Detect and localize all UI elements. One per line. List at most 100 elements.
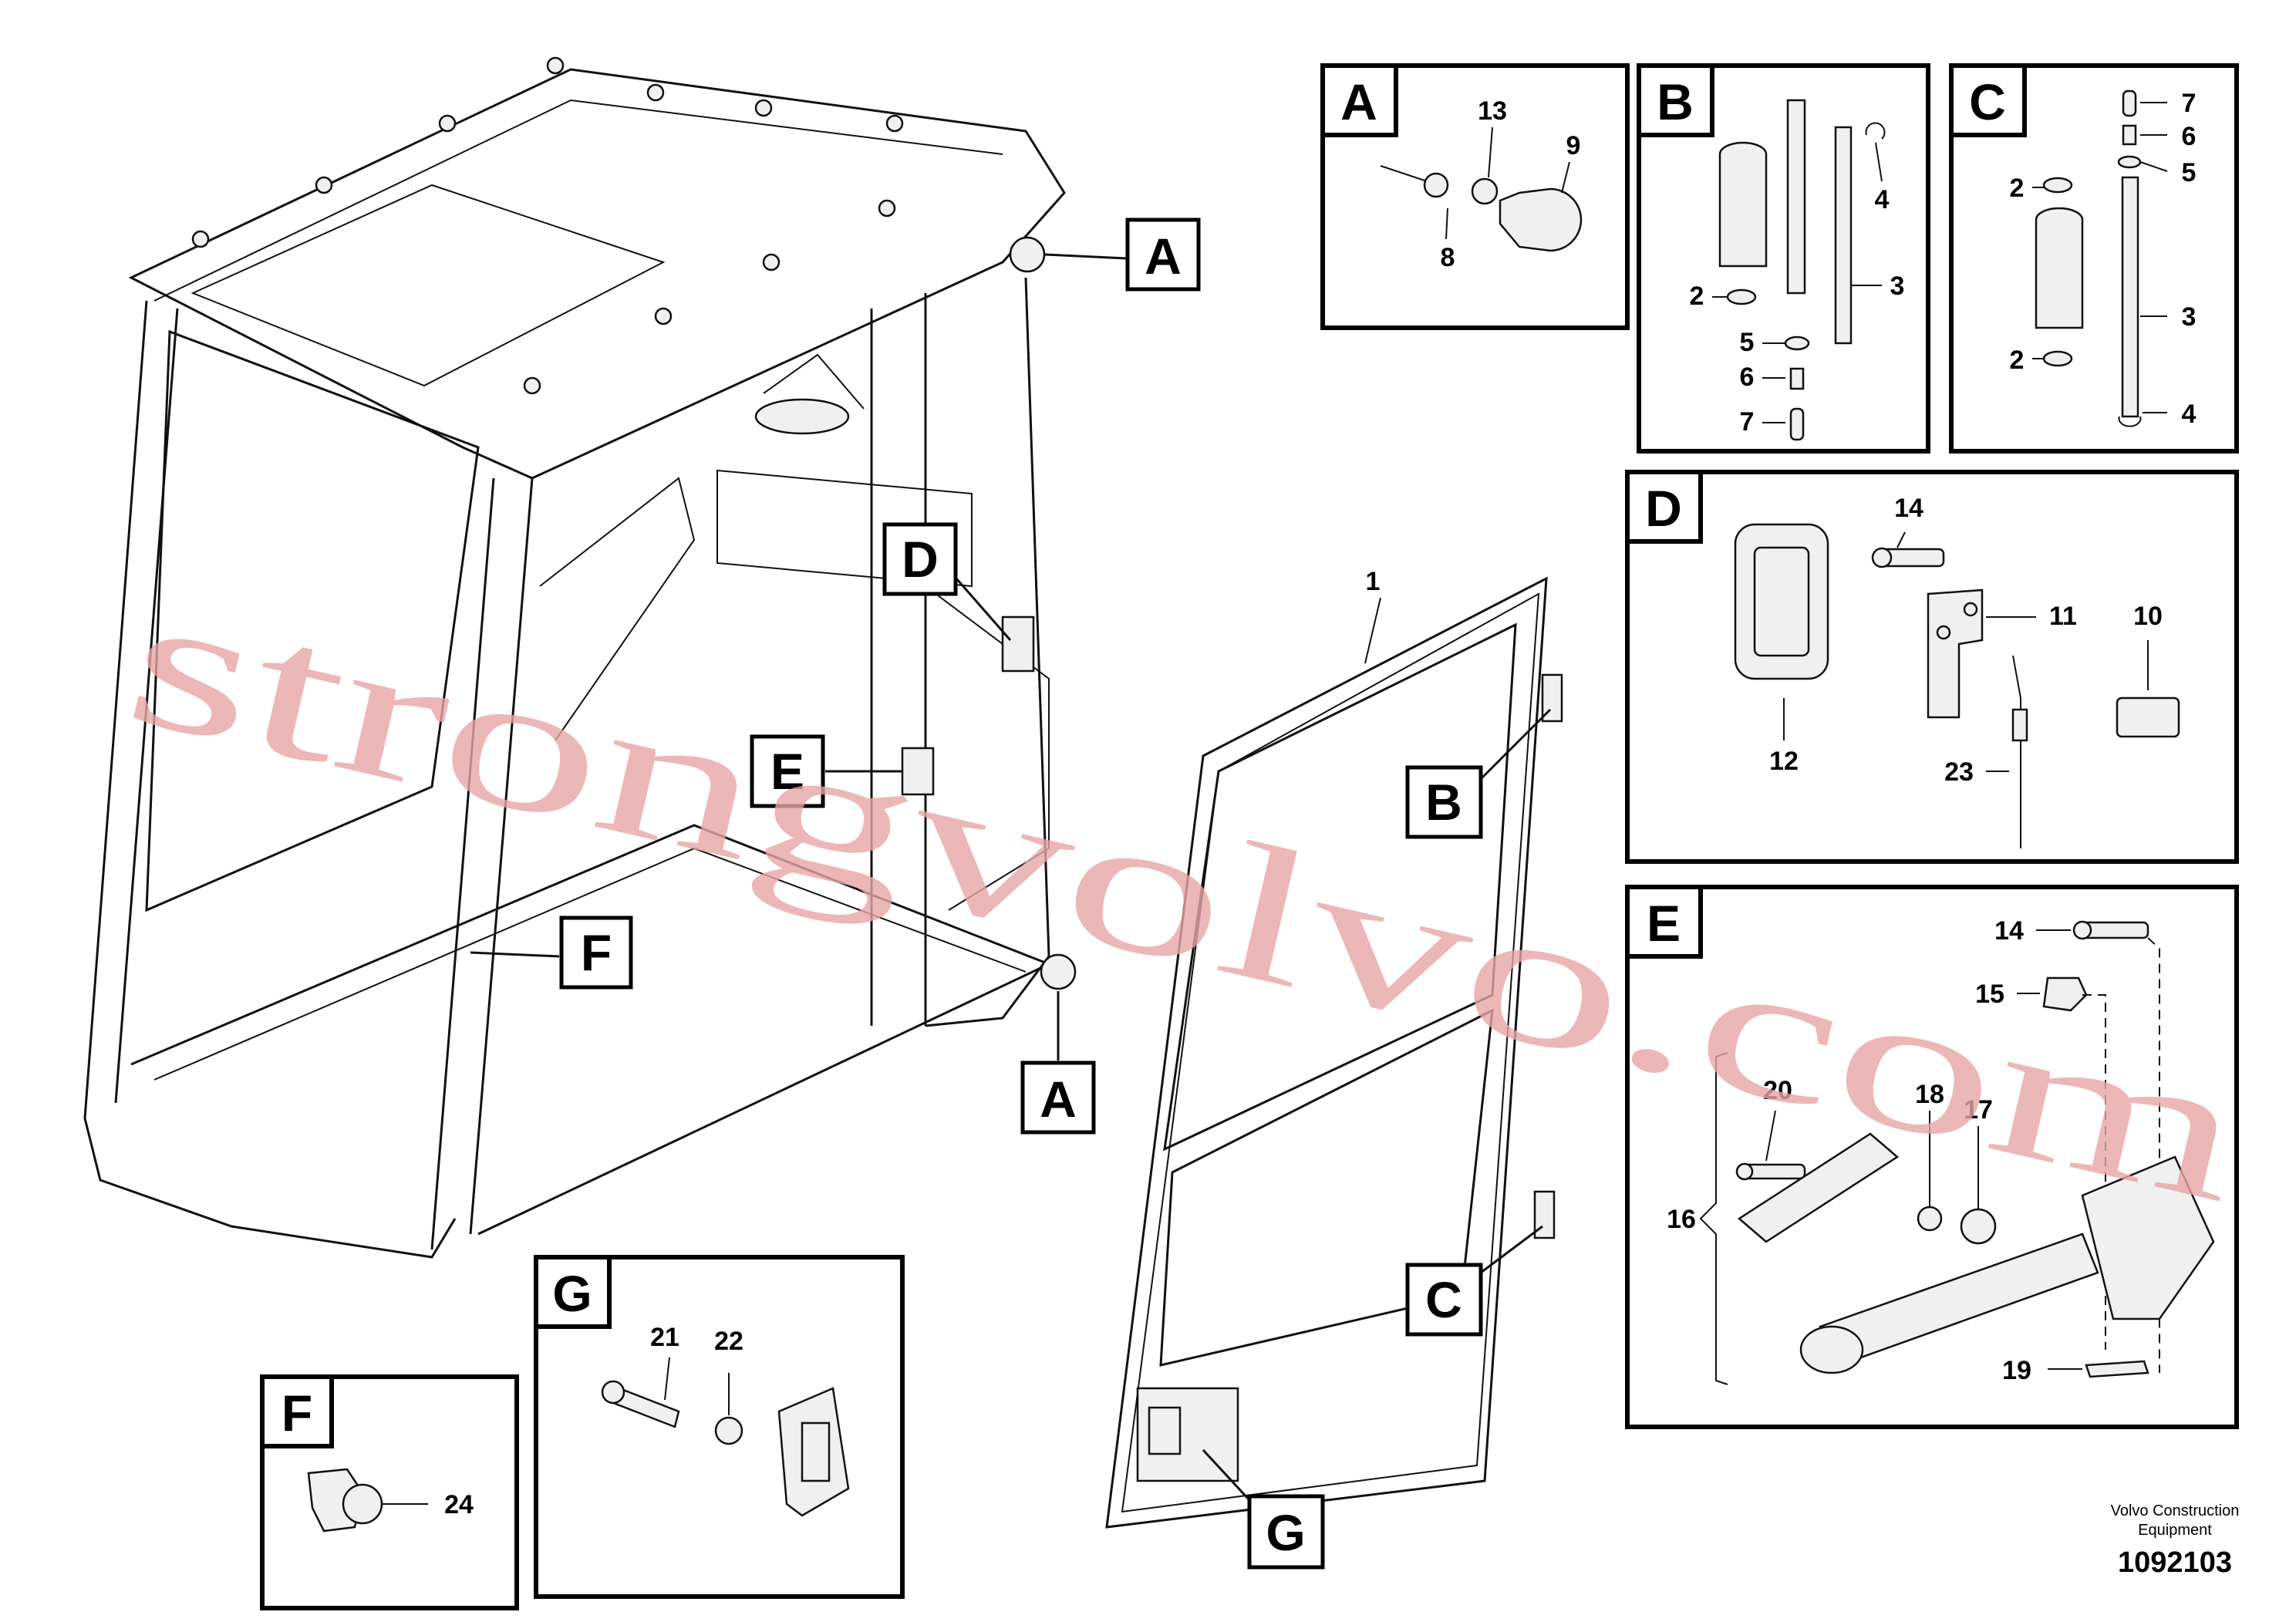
panel-B-label-6: 6	[1740, 363, 1755, 392]
circlip-part-4	[2118, 416, 2142, 427]
cab-roof	[128, 68, 1066, 480]
panel-A-label-9: 9	[1566, 131, 1581, 160]
callout-C: C	[1405, 1225, 1543, 1337]
hinge-leaf	[1718, 141, 1768, 268]
panel-E-label-20: 20	[1763, 1076, 1792, 1105]
footer-drawing-number: 1092103	[2118, 1546, 2232, 1579]
cab-front-window	[145, 329, 480, 912]
cover-part-10	[2116, 696, 2180, 738]
ring-part-5	[1784, 336, 1810, 351]
floor-rubber-stop	[1040, 953, 1077, 990]
door-lock-catch	[1001, 615, 1035, 673]
callout-G-label: G	[1266, 1504, 1305, 1561]
door-holder-bracket	[901, 747, 935, 796]
door-lower-hinge	[1533, 1190, 1556, 1239]
panel-E-label-17: 17	[1964, 1095, 1993, 1125]
callout-E: E	[750, 734, 902, 808]
panel-E-title: E	[1647, 895, 1681, 952]
panel-B-label-5: 5	[1740, 328, 1755, 357]
panel-A-label-8: 8	[1441, 243, 1455, 272]
nut-part-18	[1917, 1206, 1943, 1232]
cab-roof-hatch	[190, 184, 666, 387]
footer-company-line2: Equipment	[2138, 1522, 2212, 1539]
nipple-part-6	[2122, 124, 2137, 146]
callout-B-label: B	[1425, 774, 1462, 831]
cab-floor-frame	[130, 824, 1052, 1236]
panel-A-title: A	[1340, 73, 1377, 130]
panel-B-label-4: 4	[1875, 185, 1890, 214]
panel-D-label-10: 10	[2133, 602, 2163, 631]
panel-D-title: D	[1645, 480, 1682, 537]
roof-rubber-stop	[1009, 236, 1046, 273]
panel-G-title: G	[552, 1265, 592, 1322]
panel-C-label-3: 3	[2182, 302, 2197, 332]
washer-part-2-lower	[2042, 350, 2073, 367]
detail-panel-C: C 7 6 2 5 3 2 4	[1949, 63, 2239, 454]
latch-mechanism	[2081, 1155, 2215, 1320]
callout-D: D	[882, 522, 1012, 641]
door-upper-window	[1163, 622, 1517, 1152]
panel-E-label-14: 14	[1994, 916, 2024, 946]
washer-part-17	[1960, 1208, 1997, 1245]
callout-B: B	[1405, 708, 1552, 839]
cab-assembly	[83, 56, 1077, 1259]
callout-F: F	[470, 916, 633, 990]
washer-part-22	[714, 1416, 743, 1445]
washer-part-2	[1726, 288, 1757, 305]
cap-part-7	[1789, 407, 1805, 441]
callout-A-top: A	[1044, 218, 1201, 292]
panel-B-label-7: 7	[1740, 407, 1755, 437]
panel-E-label-18: 18	[1915, 1080, 1944, 1109]
callout-D-label: D	[902, 531, 939, 588]
hinge-assembly	[1786, 99, 1806, 295]
panel-G-label-21: 21	[650, 1323, 679, 1352]
detail-panel-A: A 13 9 8	[1320, 63, 1630, 330]
hinge-pin-part-3	[2121, 176, 2139, 418]
panel-D-label-11: 11	[2049, 602, 2077, 631]
panel-C-label-5: 5	[2182, 158, 2197, 187]
ring-part-5	[2117, 155, 2142, 169]
callout-A-bottom-label: A	[1040, 1071, 1077, 1128]
nut-part-8	[1423, 172, 1449, 198]
callout-A-bottom: A	[1020, 991, 1096, 1135]
panel-E-label-15: 15	[1975, 980, 2004, 1009]
callout-door-number: 1	[1366, 567, 1381, 596]
panel-E-label-19: 19	[2002, 1356, 2031, 1385]
panel-C-title: C	[1969, 73, 2006, 130]
panel-B-label-3: 3	[1890, 271, 1905, 301]
panel-D-label-23: 23	[1944, 757, 1974, 787]
door-outline	[1105, 576, 1548, 1529]
panel-E-label-16: 16	[1667, 1205, 1696, 1234]
nut-part-15	[2042, 976, 2088, 1012]
detail-panel-G: G 21 22	[534, 1255, 905, 1599]
callout-C-label: C	[1425, 1271, 1462, 1328]
cab-front-pillar	[83, 300, 457, 1259]
detail-panel-F: F 24	[260, 1374, 519, 1610]
panel-F-label-24: 24	[444, 1490, 474, 1519]
panel-B-label-2: 2	[1690, 282, 1704, 311]
panel-D-label-14: 14	[1894, 494, 1923, 523]
detail-panel-D: D 14 11 10 12 23	[1625, 470, 2239, 864]
panel-D-label-12: 12	[1769, 747, 1799, 776]
panel-C-label-2-upper: 2	[2010, 174, 2025, 203]
latch-part-11	[1927, 588, 1984, 719]
hinge-leaf	[2035, 207, 2084, 329]
panel-C-label-6: 6	[2182, 122, 2197, 151]
panel-C-label-2-lower: 2	[2010, 346, 2025, 375]
panel-C-label-4: 4	[2182, 400, 2197, 429]
panel-A-label-13: 13	[1478, 96, 1507, 126]
footer: Volvo Construction Equipment 1092103	[2111, 1502, 2240, 1579]
hinge-pin-part-3	[1834, 126, 1853, 345]
cab-console	[716, 469, 973, 588]
rubber-stop-part-9	[1499, 187, 1583, 252]
washer-part-13	[1471, 177, 1499, 205]
panel-C-label-7: 7	[2182, 89, 2197, 118]
callout-door-1: 1	[1364, 567, 1381, 664]
footer-company-line1: Volvo Construction	[2111, 1502, 2240, 1519]
callout-G: G	[1202, 1448, 1325, 1570]
nipple-part-6	[1789, 367, 1805, 390]
spring-part-19	[2085, 1360, 2149, 1378]
callout-A-top-label: A	[1145, 228, 1182, 285]
circlip-part-4	[1865, 122, 1886, 140]
